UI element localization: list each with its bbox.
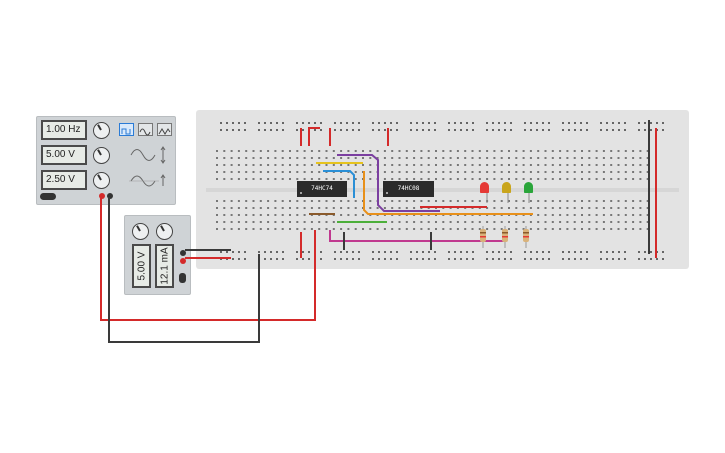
wire-blue[interactable]	[323, 170, 355, 198]
dc-offset-knob[interactable]	[93, 172, 110, 189]
wire-black-fgen[interactable]	[108, 197, 260, 343]
square-wave-icon	[121, 128, 131, 135]
chip-74hc08-label: 74HC08	[397, 185, 420, 192]
wire-red-jumper-2[interactable]	[308, 127, 320, 146]
resistor-1[interactable]	[480, 226, 486, 248]
sine-wave-button[interactable]	[138, 123, 153, 136]
function-generator[interactable]: 1.00 Hz 5.00 V 2.50 V	[36, 116, 176, 205]
dc-offset-indicator-icon	[129, 174, 166, 187]
frequency-display: 1.00 Hz	[41, 120, 87, 140]
square-wave-button[interactable]	[119, 123, 134, 136]
triangle-wave-button[interactable]	[157, 123, 172, 136]
chip-74hc74[interactable]: 74HC74	[297, 181, 347, 197]
amplitude-display: 5.00 V	[41, 145, 87, 165]
dc-offset-display: 2.50 V	[41, 170, 87, 190]
frequency-knob[interactable]	[93, 122, 110, 139]
psu-positive-terminal[interactable]	[180, 258, 186, 264]
power-toggle[interactable]	[40, 193, 56, 200]
voltage-display: 5.00 V	[132, 244, 151, 288]
current-knob[interactable]	[156, 223, 173, 240]
led-green[interactable]	[524, 182, 533, 193]
triangle-wave-icon	[158, 128, 171, 135]
power-switch[interactable]	[179, 273, 186, 283]
wire-orange[interactable]	[363, 171, 533, 215]
wire-red-fgen[interactable]	[100, 197, 316, 321]
amplitude-indicator-icon	[130, 146, 166, 164]
psu-negative-terminal[interactable]	[180, 250, 186, 256]
resistor-3[interactable]	[523, 226, 529, 248]
chip-74hc74-label: 74HC74	[311, 185, 333, 192]
power-supply[interactable]: 5.00 V 12.1 mA	[124, 215, 191, 295]
negative-terminal[interactable]	[107, 193, 113, 199]
wire-purple[interactable]	[337, 154, 440, 212]
wire-magenta[interactable]	[329, 230, 504, 242]
led-yellow[interactable]	[502, 182, 511, 193]
resistor-2[interactable]	[502, 226, 508, 248]
sine-wave-icon	[139, 128, 151, 136]
amplitude-knob[interactable]	[93, 147, 110, 164]
led-red[interactable]	[480, 182, 489, 193]
current-display: 12.1 mA	[155, 244, 174, 288]
positive-terminal[interactable]	[99, 193, 105, 199]
breadboard[interactable]: 74HC74 74HC08	[196, 110, 689, 269]
voltage-knob[interactable]	[132, 223, 149, 240]
chip-74hc08[interactable]: 74HC08	[383, 181, 434, 197]
